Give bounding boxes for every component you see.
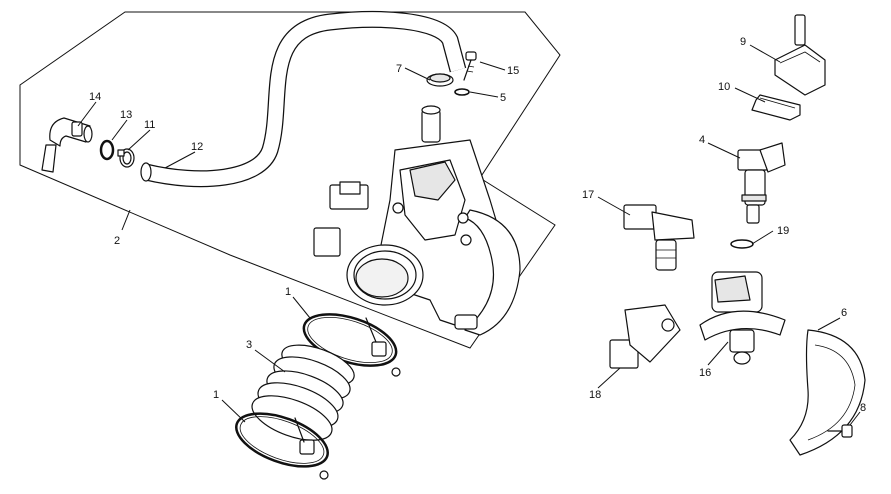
callout-14: 14 — [89, 91, 101, 103]
cover-screw-part — [827, 424, 853, 438]
callout-7: 7 — [396, 63, 402, 75]
callout-12: 12 — [191, 141, 203, 153]
callout-5: 5 — [500, 92, 506, 104]
intake-rubber-part — [251, 344, 355, 441]
callout-3: 3 — [246, 339, 252, 351]
callout-18: 18 — [589, 389, 601, 401]
map-sensor-part — [623, 204, 695, 271]
leader-lines — [77, 44, 861, 426]
callout-8: 8 — [860, 402, 866, 414]
callout-11: 11 — [144, 119, 155, 131]
elbow-fitting-part — [41, 117, 93, 173]
position-sensor-part — [609, 304, 681, 369]
callout-10: 10 — [718, 81, 730, 93]
callout-15: 15 — [507, 65, 519, 77]
o-ring-part — [99, 139, 115, 161]
callout-17: 17 — [582, 189, 594, 201]
lower-band-clamp-part — [235, 412, 329, 480]
callout-13: 13 — [120, 109, 132, 121]
injector-o-ring-part — [730, 239, 754, 249]
throttle-body-part — [313, 105, 521, 336]
screw-part — [463, 51, 477, 81]
callout-4: 4 — [699, 134, 705, 146]
callout-2: 2 — [114, 235, 120, 247]
hose-part — [140, 10, 467, 188]
callout-1-upper: 1 — [285, 286, 291, 298]
callout-9: 9 — [740, 36, 746, 48]
hose-clamp-part — [117, 148, 135, 168]
throttle-cover-part — [789, 329, 866, 456]
callout-labels: 14 13 11 12 2 7 15 5 1 3 1 9 10 4 17 19 … — [89, 36, 866, 414]
fuel-injector-part — [737, 142, 786, 224]
idle-control-valve-part — [699, 271, 786, 365]
sensor-connector-part — [774, 14, 826, 96]
small-o-ring-part — [454, 88, 470, 96]
callout-19: 19 — [777, 225, 789, 237]
callout-6: 6 — [841, 307, 847, 319]
callout-1-lower: 1 — [213, 389, 219, 401]
callout-16: 16 — [699, 367, 711, 379]
small-clamp-part — [426, 73, 454, 87]
